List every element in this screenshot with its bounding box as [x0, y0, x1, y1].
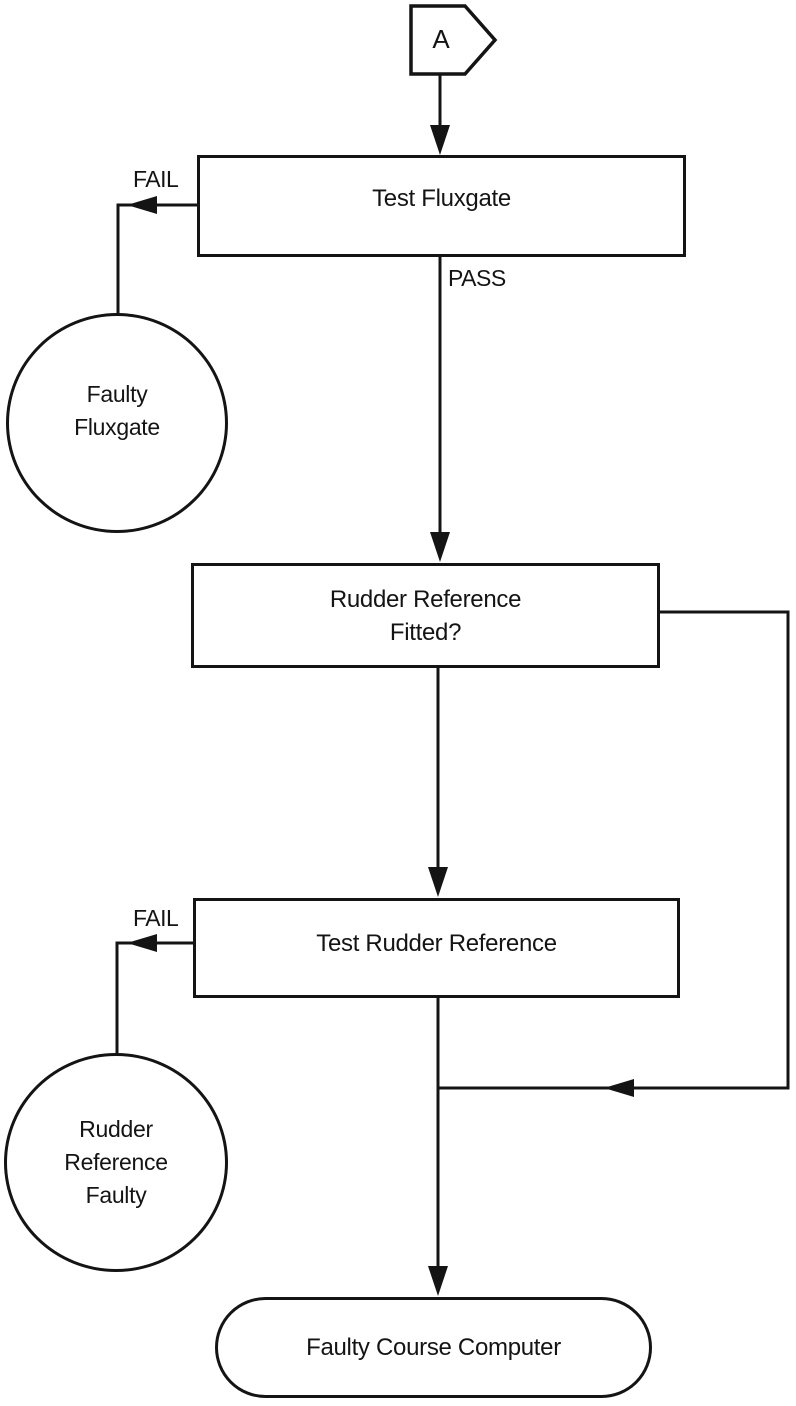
- edge-label-pass: PASS: [448, 265, 506, 291]
- node-faulty-fluxgate-line1: Faulty: [86, 381, 148, 407]
- node-rudder-reference-fitted: Rudder Reference Fitted?: [191, 563, 660, 668]
- node-rudder-reference-faulty: Rudder Reference Faulty: [4, 1053, 228, 1272]
- node-test-fluxgate-label: Test Fluxgate: [372, 184, 511, 212]
- offpage-connector-shape: [409, 4, 498, 76]
- arrowhead-fail-bottom: [127, 934, 157, 952]
- offpage-connector-label: A: [411, 6, 471, 72]
- node-rudder-reference-faulty-line2: Reference: [64, 1149, 168, 1175]
- arrowhead-into-test-fluxgate: [430, 125, 450, 155]
- arrowhead-into-course-computer: [428, 1266, 448, 1296]
- arrowhead-fail-top: [127, 196, 157, 214]
- arrowhead-bypass-left: [604, 1079, 634, 1097]
- arrowhead-into-rudder-fitted: [430, 532, 450, 562]
- node-test-rudder-reference: Test Rudder Reference: [193, 898, 680, 998]
- node-faulty-fluxgate: Faulty Fluxgate: [6, 313, 228, 533]
- node-faulty-course-computer-label: Faulty Course Computer: [306, 1334, 561, 1361]
- node-faulty-fluxgate-line2: Fluxgate: [74, 414, 160, 440]
- edge-fail-to-faulty-fluxgate: [116, 203, 197, 314]
- node-rudder-reference-faulty-line1: Rudder: [79, 1116, 153, 1142]
- edge-not-fitted-bypass: [437, 610, 790, 1090]
- node-faulty-course-computer: Faulty Course Computer: [215, 1297, 652, 1398]
- offpage-connector-letter: A: [432, 23, 450, 54]
- node-test-rudder-reference-label: Test Rudder Reference: [316, 929, 557, 957]
- arrowhead-into-test-rudder: [428, 867, 448, 897]
- edge-label-fail-bottom: FAIL: [133, 905, 179, 931]
- edge-fail-to-rudder-faulty: [115, 941, 193, 1055]
- node-rudder-reference-fitted-line1: Rudder Reference: [329, 585, 522, 613]
- node-test-fluxgate: Test Fluxgate: [197, 155, 686, 257]
- node-rudder-reference-faulty-line3: Faulty: [85, 1182, 147, 1208]
- edge-label-fail-top: FAIL: [133, 166, 179, 192]
- node-rudder-reference-fitted-line2: Fitted?: [389, 618, 462, 646]
